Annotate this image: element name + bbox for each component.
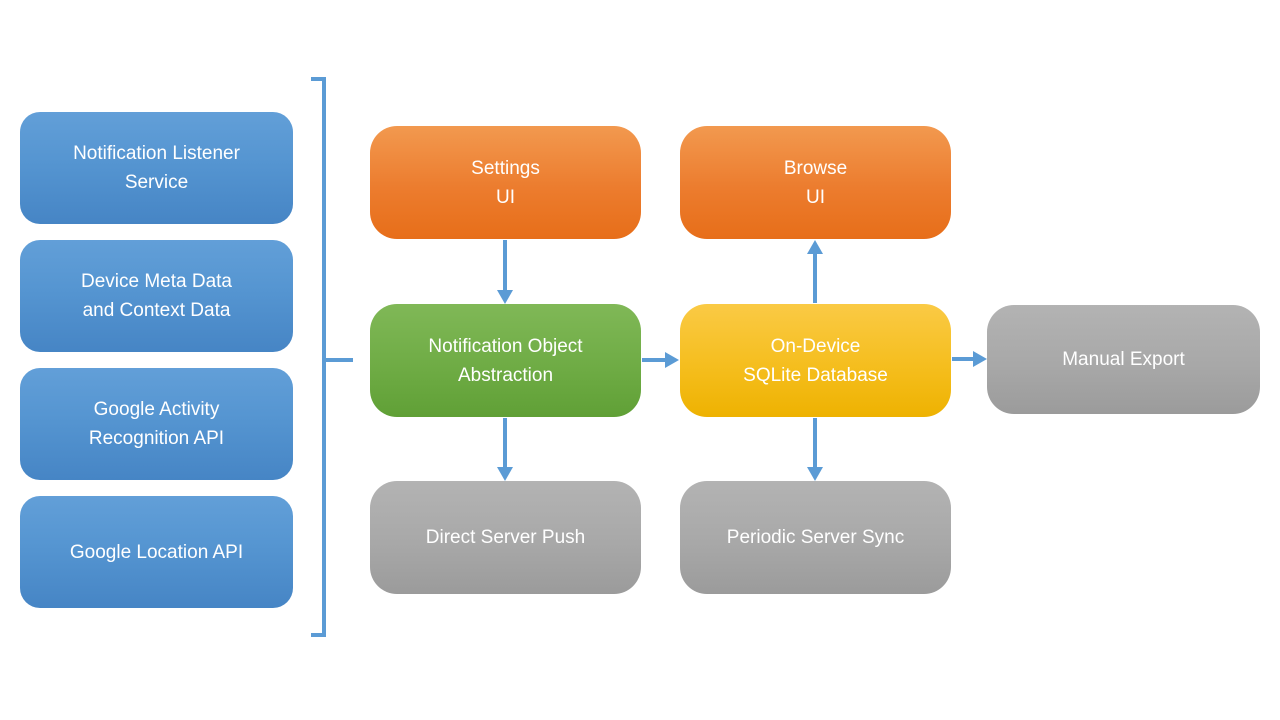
node-google-activity-recognition: Google Activity Recognition API <box>20 368 293 480</box>
node-label-line: Notification Listener <box>73 143 240 164</box>
node-label-line: Manual Export <box>1062 349 1185 370</box>
node-label-line: On-Device <box>770 335 861 357</box>
arrow-sqlite-to-manual-export <box>952 351 987 367</box>
node-periodic-server-sync: Periodic Server Sync <box>680 481 951 594</box>
node-notification-listener-service: Notification Listener Service <box>20 112 293 224</box>
node-google-location-api: Google Location API <box>20 496 293 608</box>
node-label-line: Google Activity <box>93 399 220 420</box>
node-settings-ui: Settings UI <box>370 126 641 239</box>
node-label-line: Direct Server Push <box>425 527 586 548</box>
node-label-line: Recognition API <box>88 428 225 449</box>
arrow-abstraction-to-sqlite <box>642 352 679 368</box>
node-manual-export: Manual Export <box>987 305 1260 414</box>
node-label-line: UI <box>806 186 825 208</box>
arrow-sqlite-to-browse <box>807 240 823 303</box>
node-label-line: and Context Data <box>82 300 231 321</box>
node-notification-object-abstraction: Notification Object Abstraction <box>370 304 641 417</box>
arrow-settings-to-abstraction <box>497 240 513 304</box>
node-label-line: Service <box>124 172 189 193</box>
node-on-device-sqlite-database: On-Device SQLite Database <box>680 304 951 417</box>
node-label-line: Device Meta Data <box>80 271 232 292</box>
arrow-abstraction-to-direct-push <box>497 418 513 481</box>
node-browse-ui: Browse UI <box>680 126 951 239</box>
node-device-meta-data: Device Meta Data and Context Data <box>20 240 293 352</box>
node-direct-server-push: Direct Server Push <box>370 481 641 594</box>
node-label-line: UI <box>496 186 515 208</box>
node-label-line: Abstraction <box>457 364 554 386</box>
node-label-line: Google Location API <box>69 541 244 563</box>
node-label-line: Notification Object <box>428 335 583 357</box>
grouping-bracket <box>311 77 353 637</box>
node-label-line: Browse <box>783 157 848 179</box>
node-label-line: SQLite Database <box>743 364 888 386</box>
node-label-line: Periodic Server Sync <box>726 527 905 548</box>
node-label-line: Settings <box>471 157 540 179</box>
arrow-sqlite-to-periodic-sync <box>807 418 823 481</box>
